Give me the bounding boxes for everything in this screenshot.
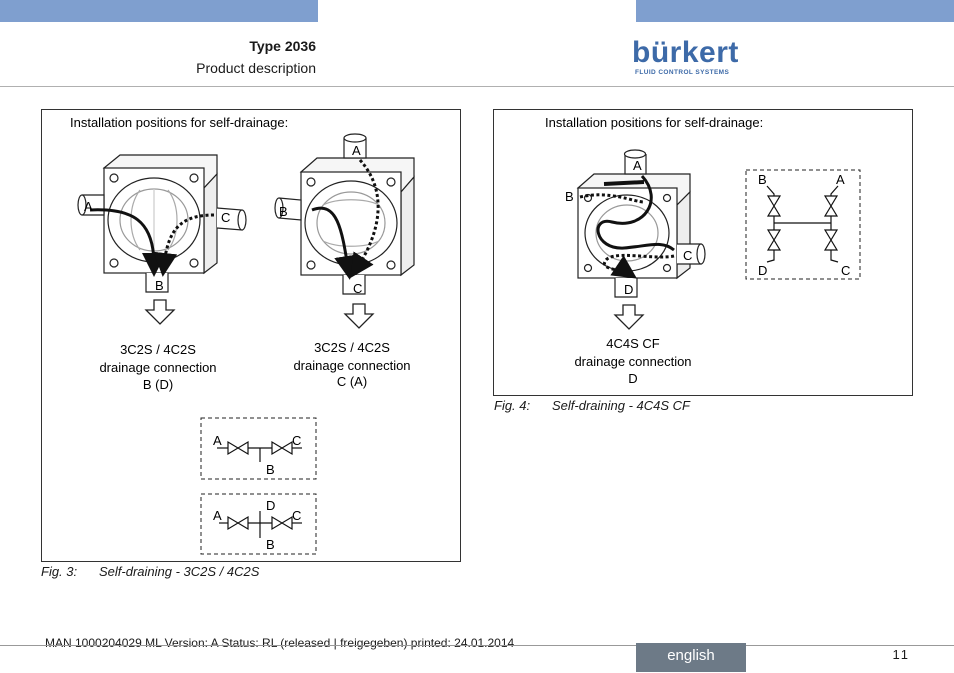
- valve2-label-a: A: [352, 143, 361, 158]
- flow-arrow-a-to-c: [596, 174, 675, 252]
- valve-symbol-group-2: [219, 511, 302, 538]
- valve1-label-b: B: [155, 278, 164, 293]
- header-bar-left: [0, 0, 318, 22]
- schematic2-label-d: D: [266, 498, 275, 513]
- valve2-label-b: B: [279, 204, 288, 219]
- valve-symbol-group-1: [217, 440, 302, 462]
- schematic1-label-c: C: [292, 433, 301, 448]
- header-rule: [0, 86, 954, 87]
- valve2-caption-drain: drainage connection: [293, 358, 410, 373]
- valve4-label-a: A: [633, 158, 642, 173]
- schematic-box-2: [200, 493, 317, 555]
- footer-rule: [0, 645, 954, 646]
- document-type-title: Type 2036: [249, 38, 316, 54]
- header-bar-right: [636, 0, 954, 22]
- schematic-box-1: [200, 417, 317, 480]
- flow-arrow-b: [579, 193, 645, 204]
- valve1-caption-port: B (D): [143, 377, 173, 392]
- drain-arrow-icon: [613, 304, 645, 330]
- valve4-label-d: D: [624, 282, 633, 297]
- schematic1-label-b: B: [266, 462, 275, 477]
- valve-symbol-group-4: [766, 185, 839, 263]
- document-subtitle: Product description: [196, 60, 316, 76]
- figure-4-caption-text: Self-draining - 4C4S CF: [552, 398, 690, 413]
- figure-4-drawing: Installation positions for self-drainage…: [545, 115, 861, 386]
- valve1-caption-type: 3C2S / 4C2S: [120, 342, 196, 357]
- figure-4-box: Installation positions for self-drainage…: [493, 109, 913, 396]
- drain-arrow-icon: [343, 303, 375, 329]
- figure-3-caption: Fig. 3: Self-draining - 3C2S / 4C2S: [41, 564, 259, 579]
- figure-3-box: Installation positions for self-drainage…: [41, 109, 461, 562]
- flow-arrow-a-to-b: [89, 208, 166, 277]
- language-badge: english: [636, 643, 746, 672]
- schematic-box-4: [745, 169, 861, 280]
- fig4-heading: Installation positions for self-drainage…: [545, 115, 763, 130]
- logo-wordmark: bürkert: [632, 36, 739, 69]
- flow-arrow-a-to-c: [350, 158, 380, 279]
- schematic1-label-a: A: [213, 433, 222, 448]
- valve1-caption-drain: drainage connection: [99, 360, 216, 375]
- valve2-caption-type: 3C2S / 4C2S: [314, 340, 390, 355]
- schematic4-label-b: B: [758, 172, 767, 187]
- valve4-caption-drain: drainage connection: [574, 354, 691, 369]
- fig3-heading: Installation positions for self-drainage…: [70, 115, 288, 130]
- figure-4-caption: Fig. 4: Self-draining - 4C4S CF: [494, 398, 690, 413]
- figure-3-caption-text: Self-draining - 3C2S / 4C2S: [99, 564, 260, 579]
- valve4-caption-port: D: [628, 371, 637, 386]
- flow-arrow-c-to-d: [602, 253, 675, 279]
- logo-tagline: FLUID CONTROL SYSTEMS: [635, 69, 730, 76]
- valve4-label-c: C: [683, 248, 692, 263]
- valve1-label-a: A: [84, 199, 93, 214]
- schematic2-label-a: A: [213, 508, 222, 523]
- valve4-caption-type: 4C4S CF: [606, 336, 660, 351]
- burkert-logo: bürkert FLUID CONTROL SYSTEMS: [632, 36, 738, 80]
- valve2-caption-port: C (A): [337, 374, 367, 389]
- valve-body-2: [274, 133, 415, 295]
- schematic4-label-c: C: [841, 263, 850, 278]
- flow-arrow-b-to-c: [311, 206, 358, 280]
- schematic2-label-c: C: [292, 508, 301, 523]
- document-info: MAN 1000204029 ML Version: A Status: RL …: [45, 636, 515, 650]
- figure-3-number: Fig. 3:: [41, 564, 78, 579]
- schematic4-label-d: D: [758, 263, 767, 278]
- valve4-label-b: B: [565, 189, 574, 204]
- valve2-label-c: C: [353, 281, 362, 296]
- schematic2-label-b: B: [266, 537, 275, 552]
- page-number: 11: [892, 647, 910, 662]
- valve1-label-c: C: [221, 210, 230, 225]
- figure-3-drawing: Installation positions for self-drainage…: [70, 115, 415, 555]
- schematic4-label-a: A: [836, 172, 845, 187]
- figure-4-number: Fig. 4:: [494, 398, 531, 413]
- drain-arrow-icon: [144, 299, 176, 325]
